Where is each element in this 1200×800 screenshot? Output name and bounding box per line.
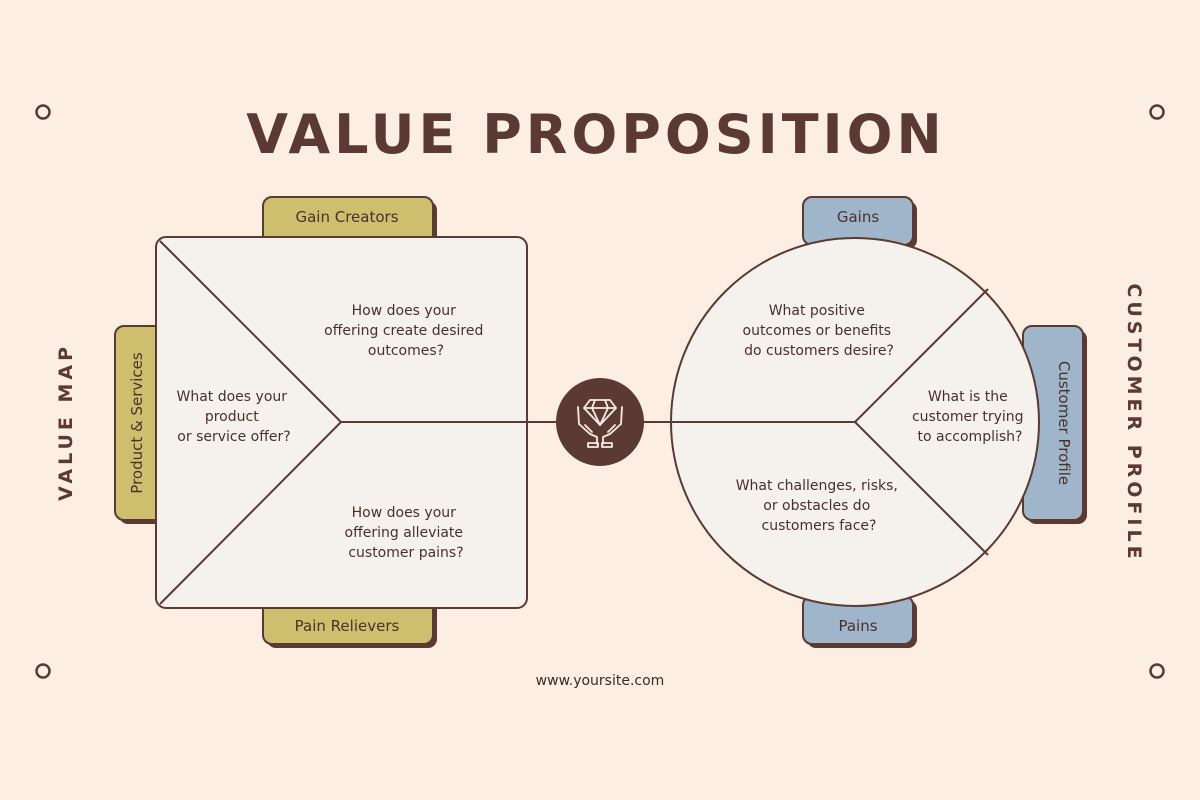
question-pain-relievers: How does your offering alleviate custome… [345, 505, 468, 561]
corner-ring-top-right [1149, 104, 1165, 120]
question-gain-creators: How does your offering create desired ou… [324, 303, 488, 359]
corner-ring-bottom-left [35, 663, 51, 679]
pains-label: Pains [838, 617, 877, 635]
pain-relievers-label: Pain Relievers [295, 617, 400, 635]
page-title: VALUE PROPOSITION [246, 103, 946, 166]
corner-ring-top-left [35, 104, 51, 120]
question-pains: What challenges, risks, or obstacles do … [736, 478, 903, 534]
diamond-in-hands-icon [577, 399, 623, 448]
value-map-label: VALUE MAP [55, 343, 77, 501]
value-map-divider-bottom [159, 421, 342, 605]
customer-profile-divider-bottom [854, 421, 989, 556]
gains-label: Gains [837, 208, 879, 226]
question-jobs: What is the customer trying to accomplis… [912, 389, 1028, 445]
question-gains: What positive outcomes or benefits do cu… [743, 303, 896, 359]
product-services-label: Product & Services [128, 352, 146, 494]
footer-url[interactable]: www.yoursite.com [536, 673, 665, 689]
gain-creators-label: Gain Creators [295, 208, 398, 226]
question-products: What does your product or service offer? [177, 389, 292, 445]
customer-profile-tab-label: Customer Profile [1055, 361, 1073, 485]
customer-profile-divider-top [854, 288, 989, 423]
customer-profile-label: CUSTOMER PROFILE [1123, 283, 1145, 562]
value-map-divider-top [159, 240, 342, 423]
center-badge [556, 378, 644, 466]
corner-ring-bottom-right [1149, 663, 1165, 679]
